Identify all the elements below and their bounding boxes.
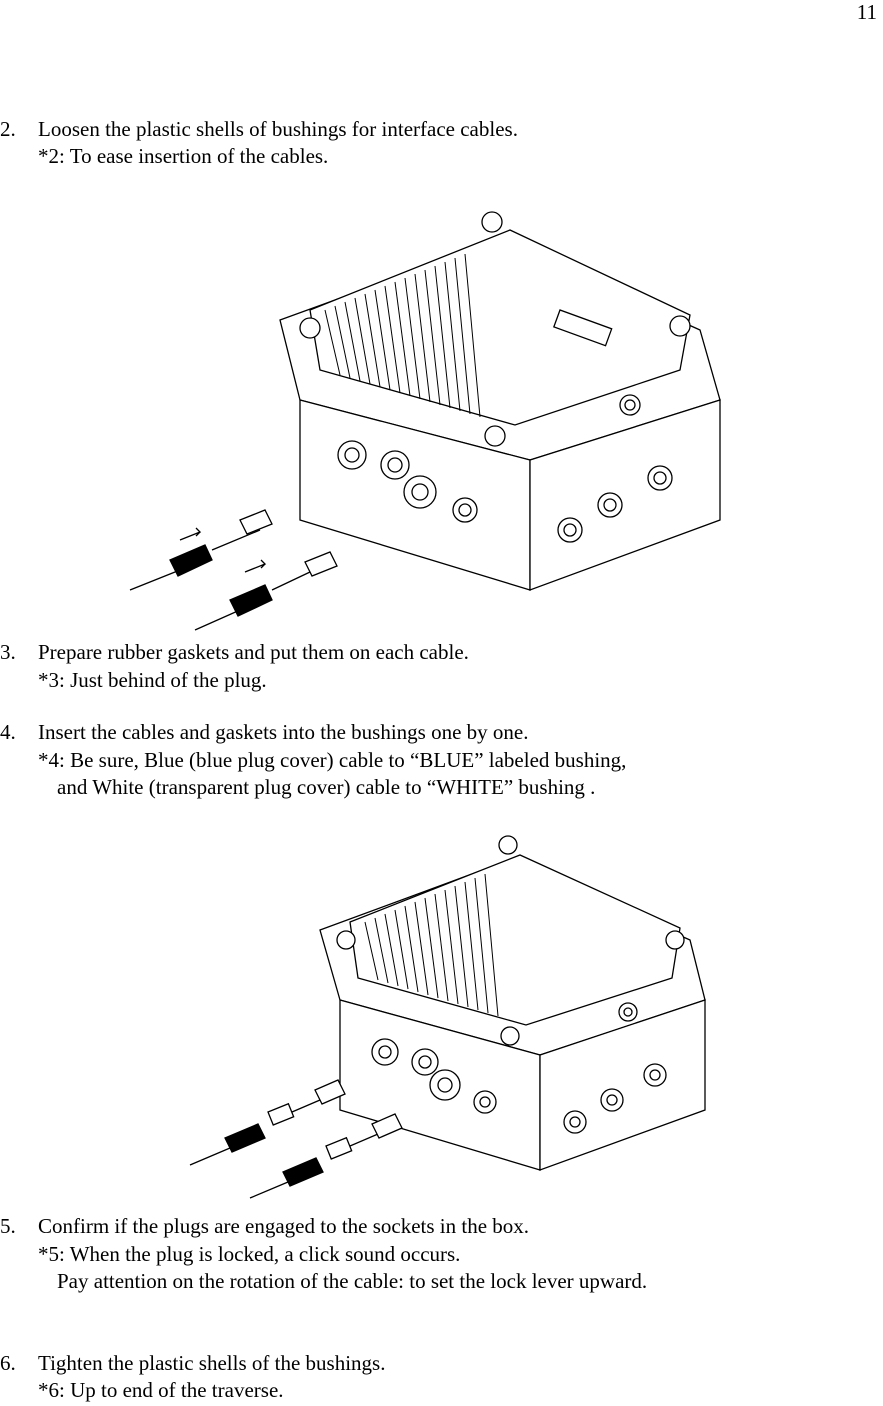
step-note-continued: Pay attention on the rotation of the cab… bbox=[57, 1269, 648, 1293]
figure-cables-with-gaskets bbox=[189, 835, 706, 1199]
step-text: Insert the cables and gaskets into the b… bbox=[38, 720, 529, 744]
step-number: 6. bbox=[0, 1351, 16, 1375]
step-number: 3. bbox=[0, 640, 16, 664]
step-text: Prepare rubber gaskets and put them on e… bbox=[38, 640, 469, 664]
step-note-continued: and White (transparent plug cover) cable… bbox=[57, 775, 596, 799]
step-number: 2. bbox=[0, 117, 16, 141]
step-text: Tighten the plastic shells of the bushin… bbox=[38, 1351, 386, 1375]
step-text: Confirm if the plugs are engaged to the … bbox=[38, 1214, 530, 1238]
step-text: Loosen the plastic shells of bushings fo… bbox=[38, 117, 518, 141]
figure-unit-cables-removed bbox=[129, 211, 721, 631]
step-number: 5. bbox=[0, 1214, 16, 1238]
step-note: *2: To ease insertion of the cables. bbox=[38, 144, 329, 168]
step-note: *3: Just behind of the plug. bbox=[38, 668, 267, 692]
step-note: *4: Be sure, Blue (blue plug cover) cabl… bbox=[38, 748, 627, 772]
page-number: 11 bbox=[856, 0, 877, 24]
step-number: 4. bbox=[0, 720, 16, 744]
step-note: *5: When the plug is locked, a click sou… bbox=[38, 1242, 461, 1266]
step-note: *6: Up to end of the traverse. bbox=[38, 1378, 284, 1402]
